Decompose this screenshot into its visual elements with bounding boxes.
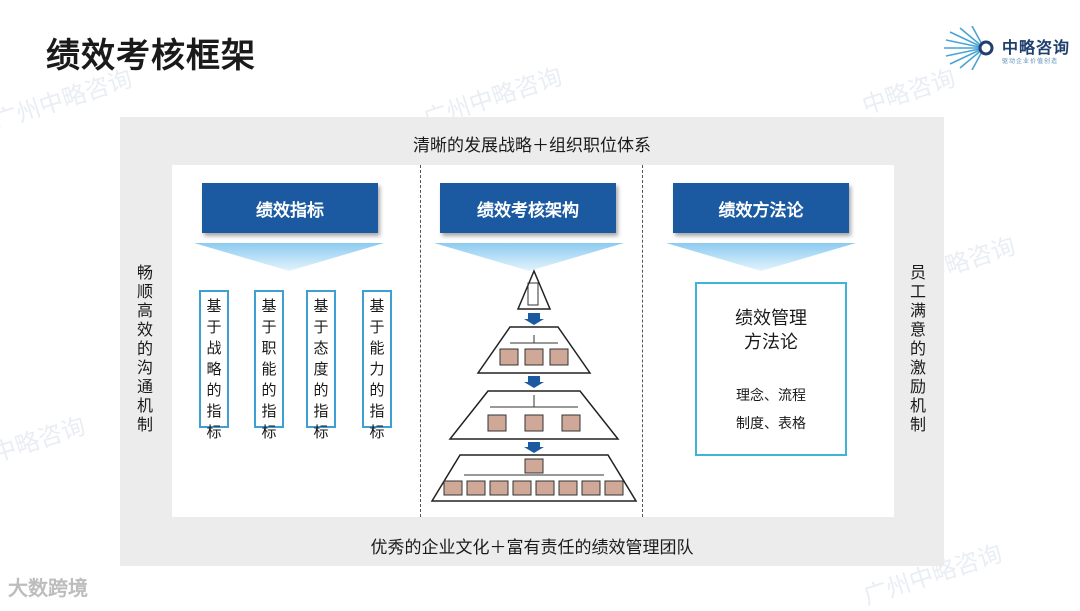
left-mechanism-label: 畅顺高效的沟通机制	[134, 263, 156, 434]
down-arrow-icon	[194, 243, 384, 271]
methodology-header: 绩效方法论	[673, 183, 849, 233]
methodology-box: 绩效管理 方法论 理念、流程 制度、表格	[695, 282, 847, 456]
footer-logo: 大数跨境	[8, 572, 88, 601]
page-title: 绩效考核框架	[46, 28, 256, 77]
column-divider	[420, 165, 421, 517]
methodology-title-line2: 方法论	[697, 328, 845, 354]
framework-panel: 清晰的发展战略＋组织职位体系 优秀的企业文化＋富有责任的绩效管理团队 畅顺高效的…	[120, 117, 944, 566]
framework-inner: 绩效指标 基于战略的指标 基于职能的指标 基于态度的指标 基于能力的指标 绩效考…	[172, 165, 894, 517]
column-divider	[642, 165, 643, 517]
bottom-foundation-label: 优秀的企业文化＋富有责任的绩效管理团队	[120, 533, 944, 558]
brand-name: 中略咨询	[1002, 34, 1070, 58]
brand-burst-icon	[944, 26, 1000, 70]
indicator-box: 基于职能的指标	[254, 290, 284, 428]
right-mechanism-label: 员工满意的激励机制	[907, 263, 929, 434]
brand-slogan: 驱动企业价值创造	[1002, 56, 1058, 65]
top-foundation-label: 清晰的发展战略＋组织职位体系	[120, 131, 944, 156]
indicator-box: 基于战略的指标	[199, 290, 229, 428]
down-arrow-icon	[434, 243, 624, 271]
watermark: 中略咨询	[0, 406, 89, 469]
methodology-title-line1: 绩效管理	[697, 304, 845, 330]
down-arrow-icon	[666, 243, 856, 271]
methodology-item-line2: 制度、表格	[697, 413, 845, 433]
methodology-item-line1: 理念、流程	[697, 385, 845, 405]
indicator-box: 基于态度的指标	[306, 290, 336, 428]
indicator-box: 基于能力的指标	[362, 290, 392, 428]
appraisal-structure-header: 绩效考核架构	[440, 183, 616, 233]
indicators-header: 绩效指标	[202, 183, 378, 233]
brand-logo: 中略咨询 驱动企业价值创造	[944, 26, 1070, 70]
org-pyramid-diagram	[430, 269, 638, 505]
